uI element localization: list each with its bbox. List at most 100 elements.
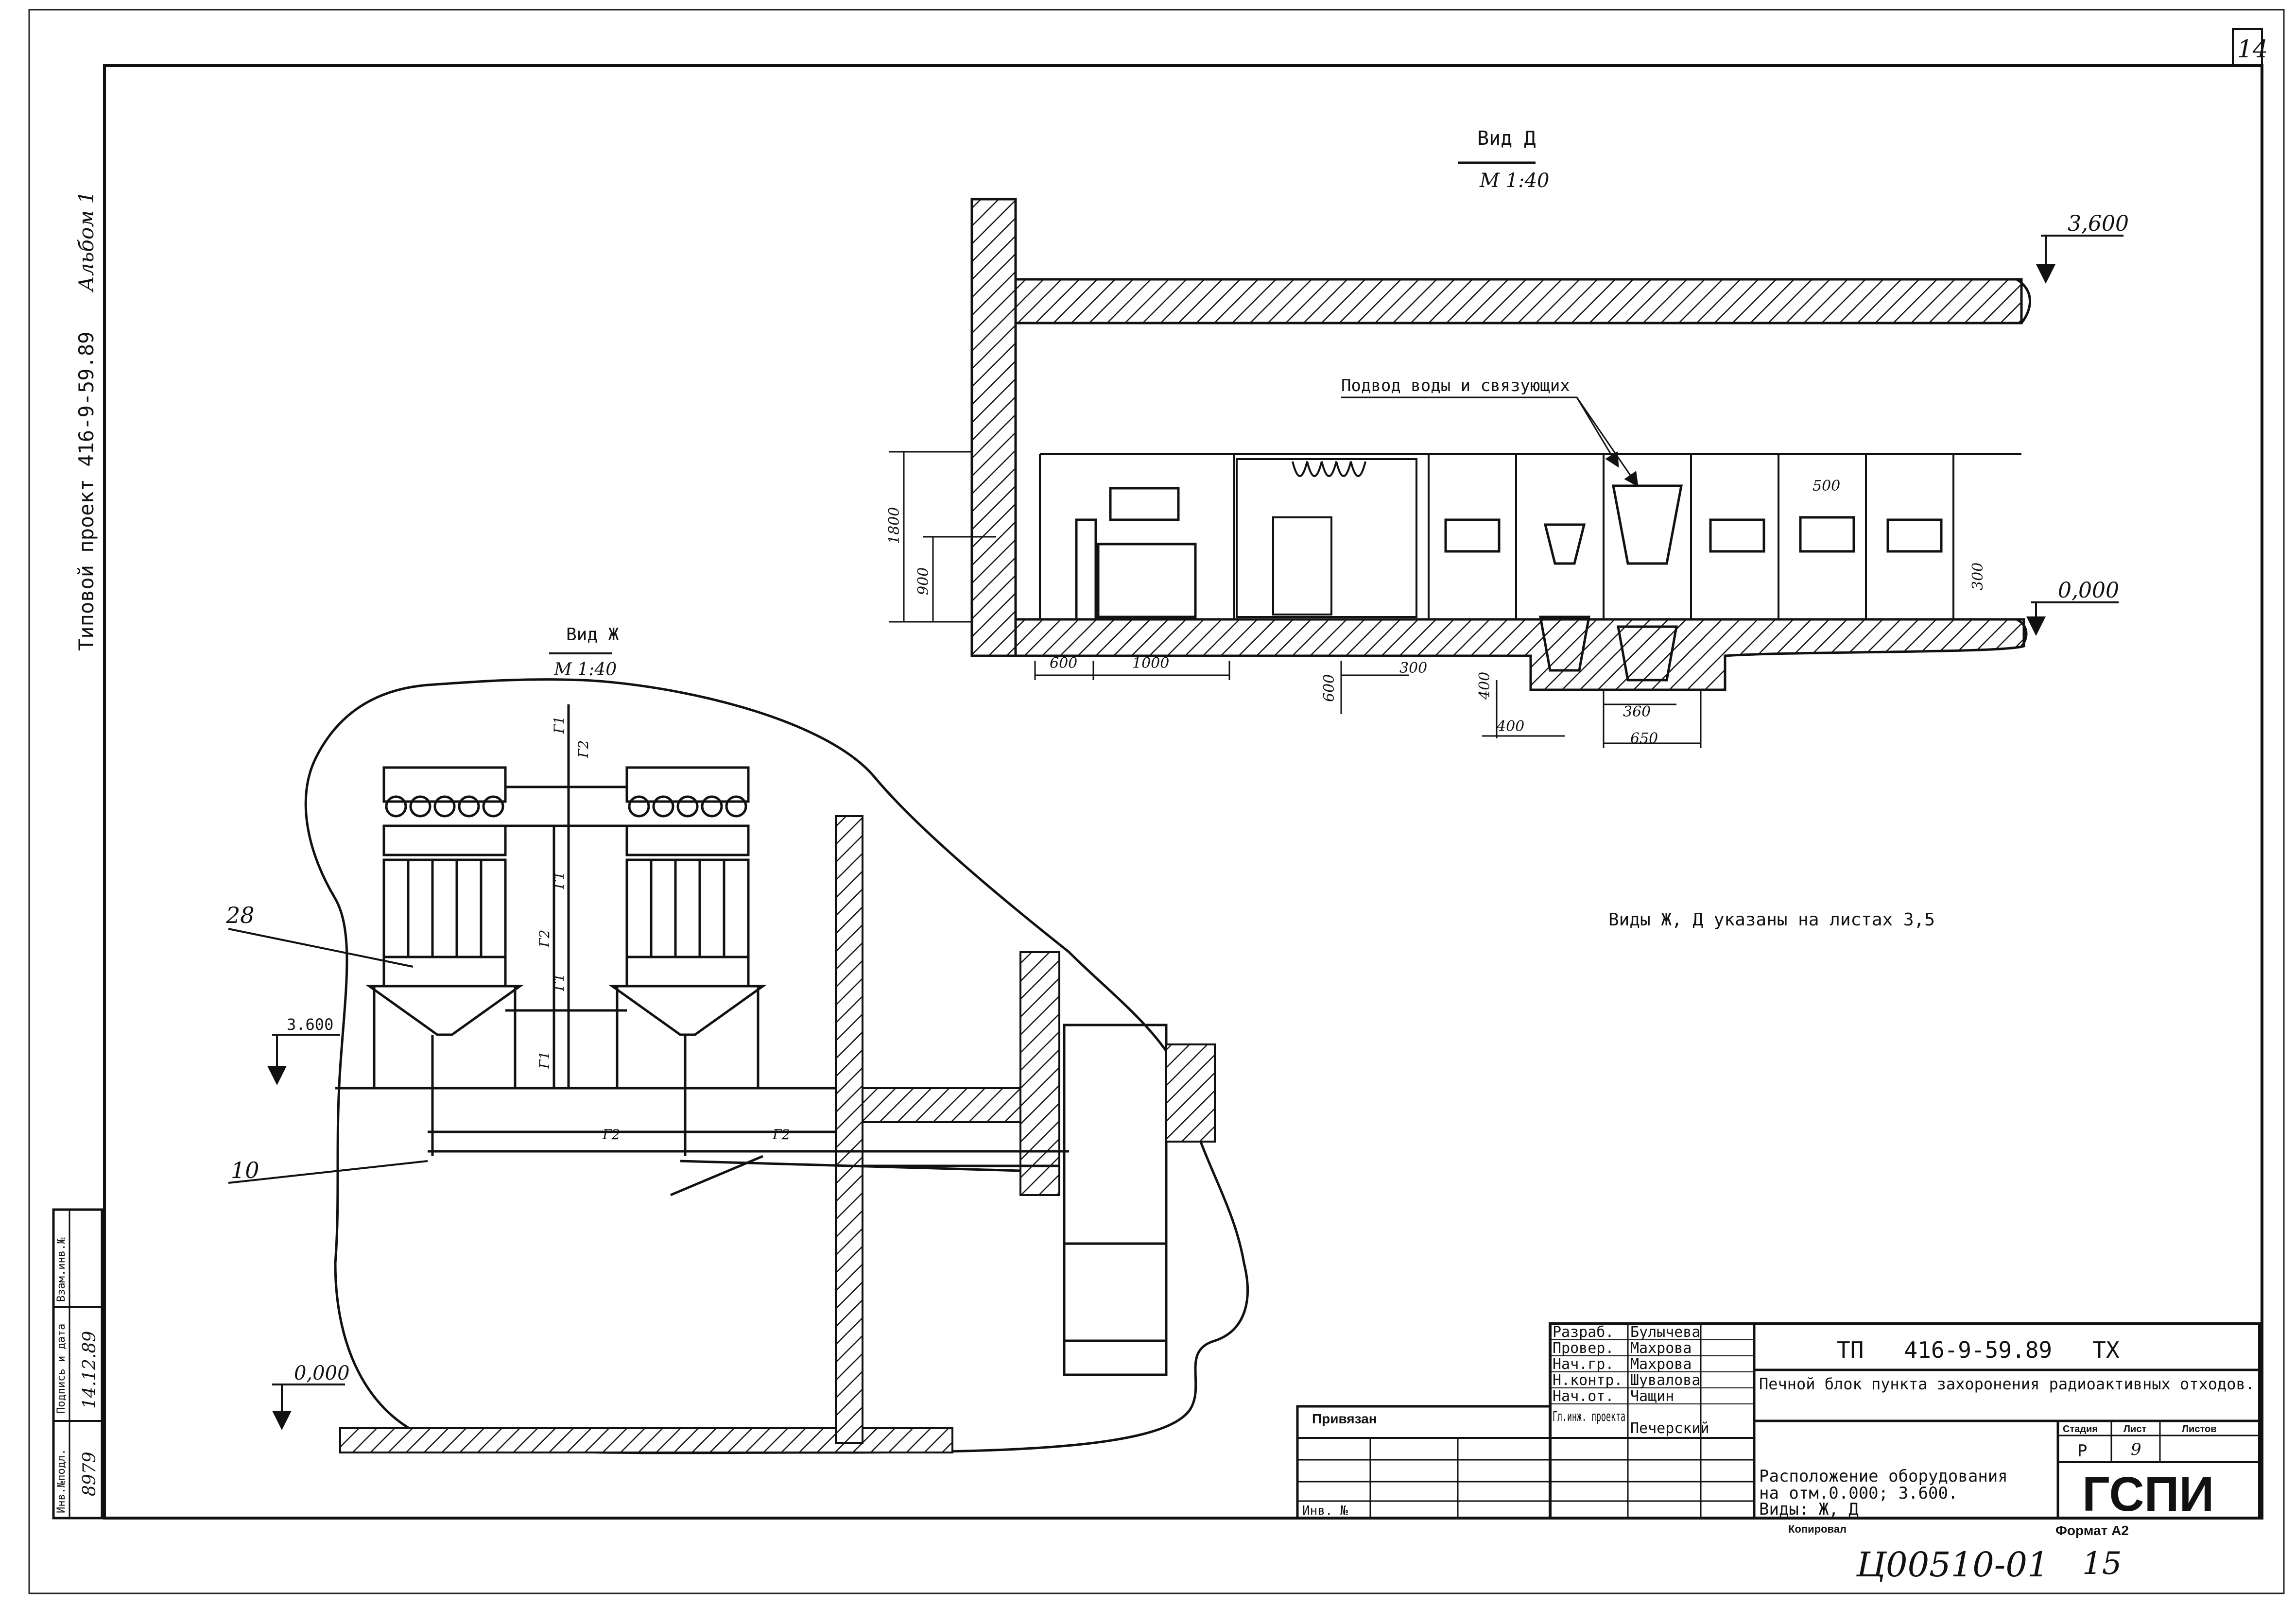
role-5-name: Чащин (1630, 1388, 1674, 1405)
sheet-corner-number: 14 (2237, 35, 2268, 63)
stamp-roles: Разраб. Булычева Провер. Махрова Нач.гр.… (1553, 1324, 1709, 1437)
view-d-top-slab (1014, 278, 2023, 325)
view-d-dim-360: 360 (1623, 703, 1651, 720)
stamp-privyazan: Привязан (1312, 1411, 1377, 1426)
pipe-label-2: Г2 (575, 740, 591, 758)
role-1-name: Булычева (1630, 1324, 1701, 1341)
view-d-window-1 (1444, 518, 1501, 553)
sheet-corner-box (2232, 28, 2263, 67)
view-zh-column (835, 815, 863, 1444)
role-5: Нач.от. (1553, 1388, 1614, 1405)
view-zh-cloud-boundary (304, 678, 1249, 1454)
position-10-leader (228, 1160, 428, 1184)
pipe-label-5: Г1 (551, 974, 567, 991)
view-d-scale: М 1:40 (1479, 170, 1550, 192)
stamp-sheets-header: Листов (2182, 1424, 2217, 1435)
view-d-dim-400b: 400 (1496, 718, 1524, 735)
view-zh-right-block (1165, 1043, 1216, 1143)
inv-col1-value: 8979 (80, 1452, 100, 1496)
position-10: 10 (231, 1157, 259, 1183)
view-zh-filter-right (608, 766, 767, 1088)
stamp-sheet-no: 9 (2131, 1440, 2141, 1459)
view-d-dim-500: 500 (1813, 478, 1840, 495)
views-note: Виды Ж, Д указаны на листах 3,5 (1608, 910, 1935, 930)
role-1: Разраб. (1553, 1324, 1614, 1341)
view-d-right-break-bottom (2016, 618, 2028, 647)
view-d-window-2 (1709, 518, 1765, 553)
stamp-bottom-code: Ц00510-01 (1856, 1545, 2049, 1585)
view-zh-right-wall (1019, 951, 1060, 1196)
inv-col3-label: Взам.инв.№ (55, 1238, 68, 1302)
view-d-stand (1075, 518, 1097, 621)
sheet-inner-frame (103, 64, 2263, 1520)
role-6: Гл.инж. проекта (1553, 1408, 1625, 1424)
role-4: Н.контр. (1553, 1372, 1623, 1389)
pipe-label-6: Г1 (536, 1051, 552, 1069)
view-zh-level-3600: 3.600 (287, 1015, 333, 1034)
stamp-kopiroval: Копировал (1788, 1523, 1847, 1535)
view-d-curtain (1292, 461, 1366, 477)
role-3: Нач.гр. (1553, 1356, 1614, 1373)
view-d-furnace (1236, 458, 1417, 618)
view-d-dim-1000: 1000 (1132, 655, 1169, 672)
view-d-hopper-2 (1611, 484, 1683, 682)
pipe-label-1: Г1 (551, 716, 567, 734)
view-d-window-4 (1886, 518, 1943, 553)
view-zh-title: Вид Ж (566, 625, 619, 645)
view-zh-filter-left (365, 766, 524, 1088)
side-project-label: Типовой проект 416-9-59.89 (74, 332, 98, 651)
position-28-leader (228, 928, 414, 968)
view-d-window-3 (1799, 516, 1855, 553)
pipe-label-8: Г2 (772, 1127, 790, 1143)
role-3-name: Махрова (1630, 1356, 1692, 1373)
inv-col1-label: Инв.№подл. (55, 1449, 68, 1513)
title-block (1296, 1322, 2261, 1520)
view-d-panel (1109, 487, 1180, 521)
role-2: Провер. (1553, 1340, 1614, 1357)
view-d-dim-900: 900 (915, 567, 932, 595)
stamp-stage: Р (2077, 1441, 2087, 1461)
inv-col2-label: Подпись и дата (55, 1324, 68, 1414)
view-d: Вид Д М 1:40 (886, 127, 2129, 748)
stamp-bottom-page: 15 (2082, 1546, 2122, 1582)
pipe-label-3: Г1 (551, 871, 567, 889)
view-d-floor-slab (1014, 618, 2025, 691)
stamp-subtitle-2: на отм.0.000; 3.600. (1759, 1484, 1958, 1503)
role-6-name: Печерский (1630, 1420, 1709, 1437)
view-d-callout: Подвод воды и связующих (1341, 376, 1570, 395)
pipe-label-7: Г2 (602, 1127, 620, 1143)
view-zh-scale: М 1:40 (553, 660, 617, 680)
view-zh-pipes (428, 704, 1069, 1196)
view-d-level-zero: 0,000 (2058, 578, 2119, 603)
view-d-left-wall (970, 198, 1017, 657)
view-d-dim-650: 650 (1630, 730, 1658, 747)
stamp-title: Печной блок пункта захоронения радиоакти… (1759, 1375, 2255, 1393)
stamp-sheet-header: Лист (2123, 1424, 2146, 1435)
view-d-hopper-1 (1539, 523, 1590, 672)
view-zh-chute (1063, 1024, 1168, 1376)
view-d-table (1097, 543, 1197, 618)
view-d-dim-600b: 600 (1321, 674, 1338, 702)
sheet-outer-frame (28, 9, 2285, 1594)
pipe-label-4: Г2 (536, 930, 552, 948)
stamp-inv-no: Инв. № (1302, 1503, 1348, 1518)
stamp-subtitle-3: Виды: Ж, Д (1759, 1500, 1859, 1519)
stamp-format: Формат А2 (2055, 1523, 2129, 1538)
inv-block: Взам.инв.№ Подпись и дата 14.12.89 Инв.№… (52, 1208, 104, 1520)
view-d-title: Вид Д (1477, 127, 1536, 150)
view-d-callout-leader-1 (1576, 397, 1619, 468)
view-zh: Вид Ж М 1:40 (225, 625, 1249, 1454)
view-d-furnace-inner (1272, 516, 1332, 615)
stamp-code: ТП 416-9-59.89 ТХ (1837, 1337, 2120, 1363)
view-d-dim-1800: 1800 (886, 507, 903, 544)
stamp-stage-header: Стадия (2063, 1424, 2098, 1435)
view-d-callout-leader-2 (1576, 397, 1639, 487)
view-zh-level-0000: 0,000 (294, 1362, 350, 1384)
view-d-dim-400a: 400 (1476, 672, 1493, 700)
inv-col2-value: 14.12.89 (80, 1331, 100, 1409)
role-4-name: Шувалова (1630, 1372, 1701, 1389)
view-d-level-top: 3,600 (2068, 211, 2129, 236)
stamp-org: ГСПИ (2082, 1467, 2214, 1521)
stamp-subtitle-1: Расположение оборудования (1759, 1467, 2008, 1486)
